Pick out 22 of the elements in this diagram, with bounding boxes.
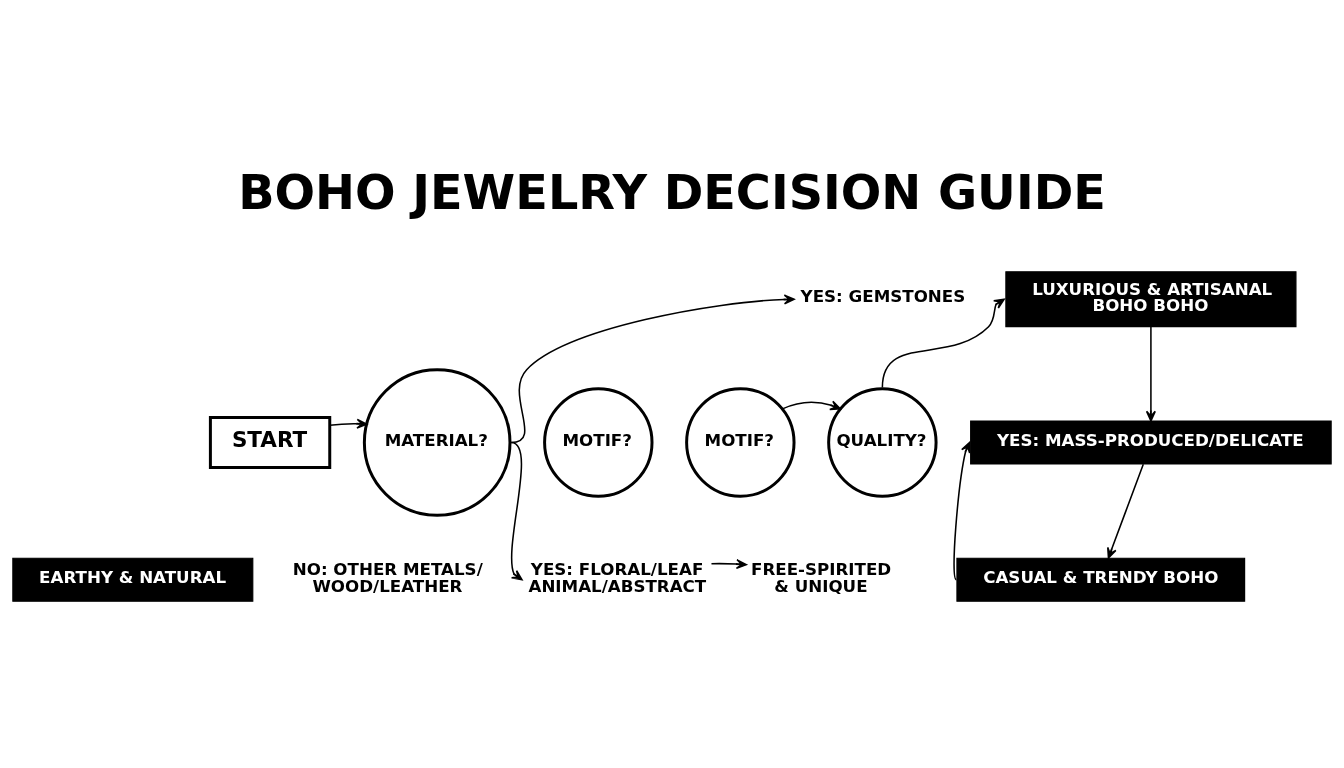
node-box: EARTHY & NATURAL xyxy=(12,557,254,602)
arrow xyxy=(510,441,523,581)
node-box: YES: MASS-PRODUCED/DELICATE xyxy=(970,420,1332,465)
arrow xyxy=(1145,326,1156,422)
arrow xyxy=(329,418,368,429)
arrow xyxy=(710,559,748,570)
node-box: CASUAL & TRENDY BOHO xyxy=(956,557,1246,602)
node-box: START xyxy=(208,415,332,470)
arrow xyxy=(881,298,1005,389)
arrow xyxy=(781,400,841,411)
arrow xyxy=(953,441,971,581)
node-text: FREE-SPIRITED & UNIQUE xyxy=(751,559,892,596)
node-text: NO: OTHER METALS/ WOOD/LEATHER xyxy=(292,559,483,596)
node-circle: MOTIF? xyxy=(685,387,796,498)
arrow xyxy=(1107,463,1145,559)
node-circle: MATERIAL? xyxy=(362,368,512,517)
node-text: YES: FLORAL/LEAF ANIMAL/ABSTRACT xyxy=(528,559,707,596)
node-circle: MOTIF? xyxy=(543,387,654,498)
node-box: LUXURIOUS & ARTISANAL BOHO BOHO xyxy=(1005,271,1297,328)
diagram-title: BOHO JEWELRY DECISION GUIDE xyxy=(238,164,1106,220)
arrow xyxy=(510,294,795,444)
node-text: YES: GEMSTONES xyxy=(800,286,966,307)
